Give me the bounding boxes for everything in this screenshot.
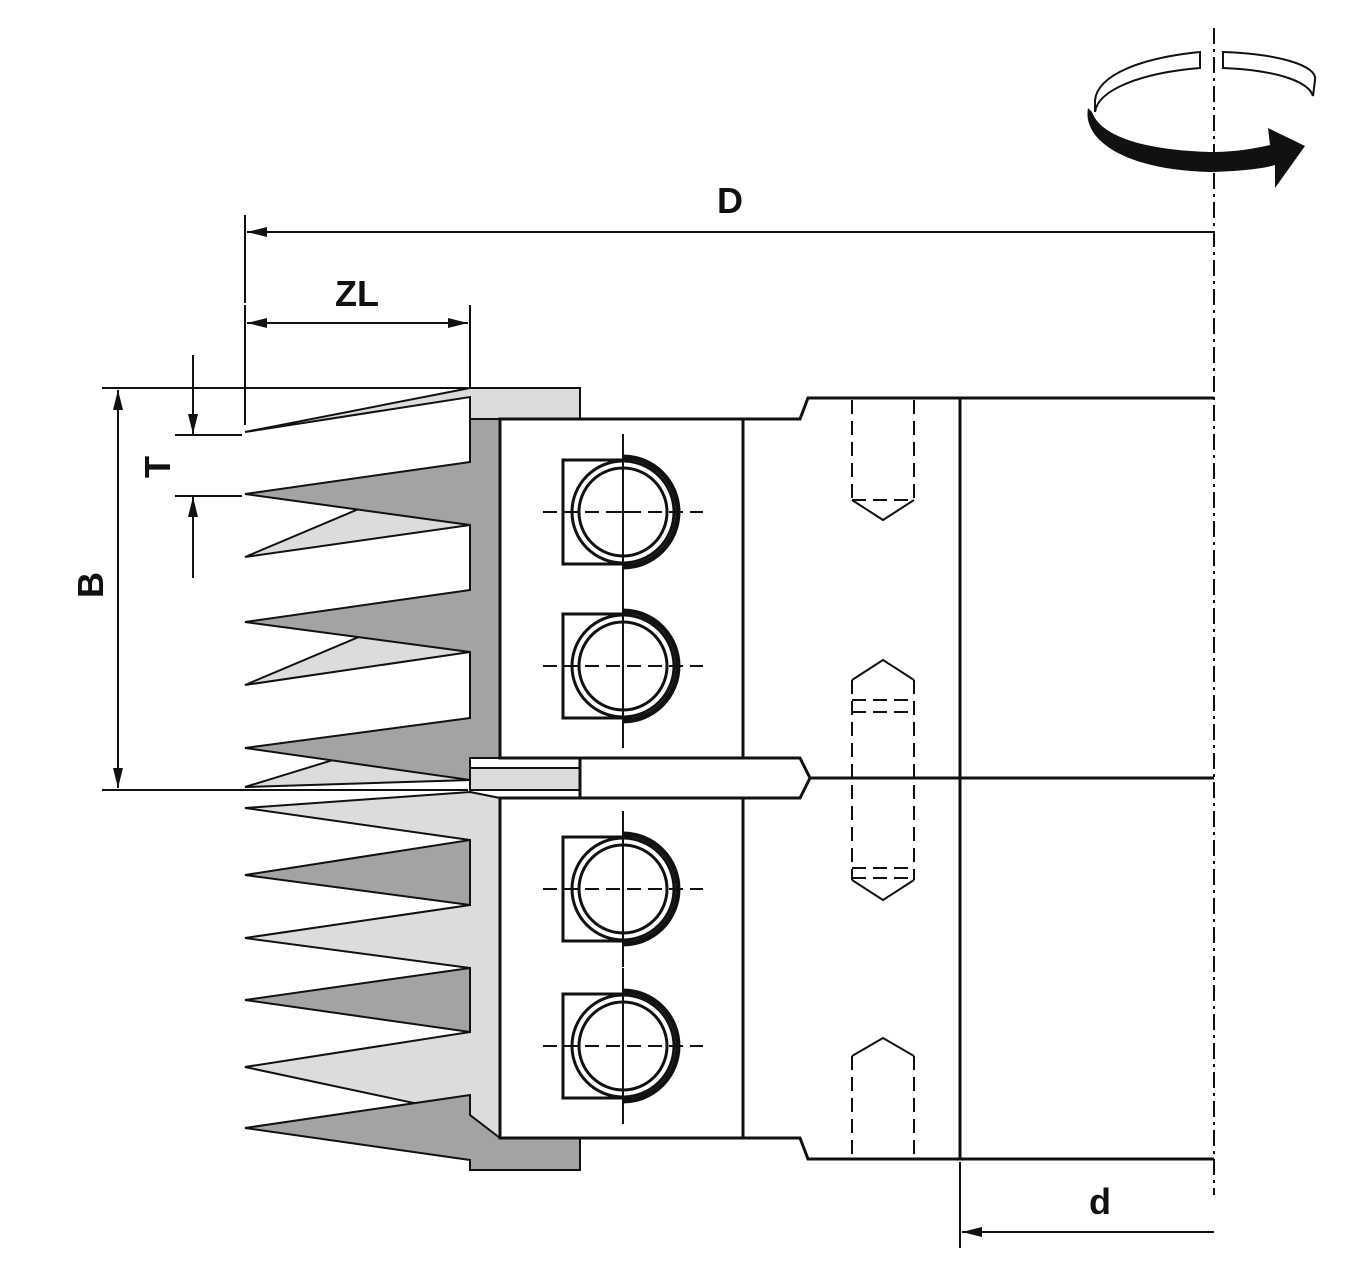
hidden-bolt-upper [851, 400, 915, 522]
label-d-outer-diameter: D [717, 180, 743, 221]
label-zl-tooth-length: ZL [335, 273, 379, 314]
dimension-zl-tooth-length: ZL [244, 273, 471, 425]
center-spacer-key [469, 756, 812, 800]
hidden-bolt-middle [851, 658, 915, 902]
label-t-tooth-pitch: T [137, 456, 178, 478]
dimension-t-tooth-pitch: T [137, 355, 242, 578]
lower-dark-cutter-body [244, 838, 471, 907]
dimension-b-cutter-width: B [70, 387, 468, 791]
dimension-d-bore-diameter: d [959, 1162, 1214, 1248]
rotation-direction-icon [1087, 50, 1317, 188]
hub-body [743, 396, 1214, 1161]
screw-icon [543, 434, 703, 590]
label-b-cutter-width: B [70, 572, 111, 598]
upper-dark-cutter [244, 418, 501, 782]
upper-dark-cutter-body [244, 418, 501, 782]
dimension-d-outer-diameter: D [244, 180, 1214, 303]
screw-icon [543, 968, 703, 1124]
hidden-bolt-lower [851, 1036, 915, 1157]
screw-icon [543, 588, 703, 748]
label-d-bore-diameter: d [1089, 1181, 1111, 1222]
lower-dark-cutter [244, 838, 581, 1171]
screw-icon [543, 811, 703, 967]
